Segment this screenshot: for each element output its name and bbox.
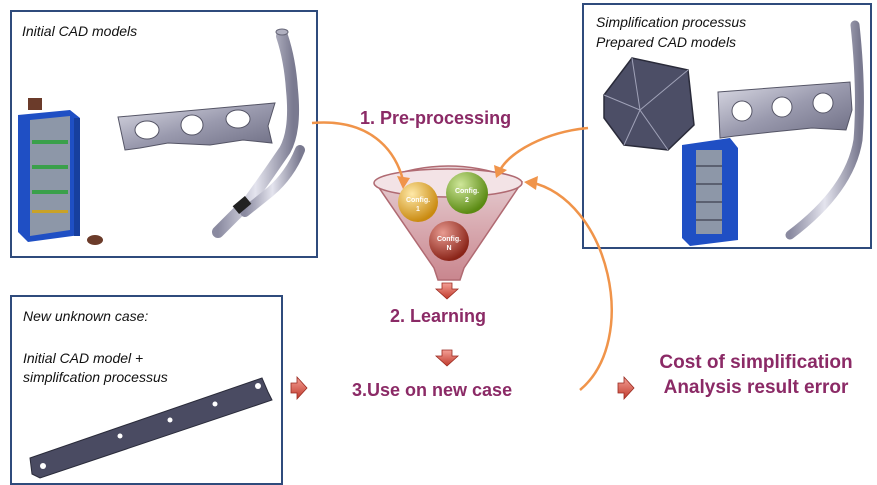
output-cost: Cost of simplification <box>659 352 853 373</box>
arrow-initial-to-funnel-head <box>397 176 410 189</box>
arrow-down-use-icon <box>434 349 460 367</box>
exhaust-pipe-illustration <box>212 28 305 238</box>
config-1-label-line1: Config. <box>406 197 430 204</box>
arrow-feedback-to-funnel <box>529 180 613 391</box>
config-2-ball <box>446 172 488 214</box>
learning-funnel: Config. 1 Config. 2 Config. N <box>373 165 524 281</box>
arrow-simplified-to-funnel-head <box>494 165 507 178</box>
block-arrows <box>290 282 635 401</box>
arrow-down-learning-icon <box>434 282 460 300</box>
arrow-simplified-to-funnel <box>498 126 589 171</box>
plate-model-illustration <box>117 102 276 151</box>
simplified-plate-illustration <box>717 81 853 139</box>
flow-arrows <box>311 121 613 391</box>
config-n-label-line2: N <box>446 245 451 252</box>
config-n-label-line1: Config. <box>437 236 461 243</box>
cabinet-model-illustration <box>18 98 103 245</box>
initial-cad-title: Initial CAD models <box>22 23 138 39</box>
config-1-label-line2: 1 <box>416 206 420 213</box>
step-pre-processing: 1. Pre-processing <box>360 108 512 128</box>
simplified-block-illustration <box>603 57 695 151</box>
arrow-feedback-to-funnel-head <box>524 176 538 190</box>
step-use-new-case: 3.Use on new case <box>352 380 513 400</box>
new-case-desc-line1: Initial CAD model + <box>23 350 144 366</box>
arrow-right-new-case-icon <box>290 375 308 401</box>
arrow-right-output-icon <box>617 375 635 401</box>
config-2-label-line2: 2 <box>465 197 469 204</box>
output-results: Cost of simplification Analysis result e… <box>640 350 872 400</box>
config-2-label-line1: Config. <box>455 188 479 195</box>
arrow-initial-to-funnel <box>311 121 405 181</box>
new-case-title: New unknown case: <box>23 308 149 324</box>
step-learning: 2. Learning <box>390 306 487 326</box>
simplified-title-line1: Simplification processus <box>596 14 747 30</box>
new-case-part-illustration <box>29 377 273 479</box>
output-error: Analysis result error <box>663 377 849 398</box>
simplified-title-line2: Prepared CAD models <box>596 34 737 50</box>
simplified-cabinet-illustration <box>682 138 738 246</box>
config-1-ball <box>398 182 438 222</box>
config-n-ball <box>429 221 469 261</box>
simplified-pipe-illustration <box>785 20 864 240</box>
new-case-desc-line2: simplifcation processus <box>23 369 168 385</box>
